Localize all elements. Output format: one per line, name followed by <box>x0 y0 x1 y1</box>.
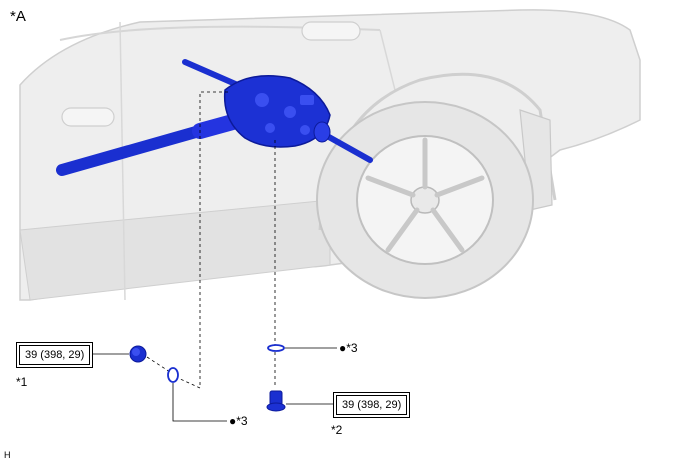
door-handle <box>61 107 115 127</box>
door-seam <box>379 29 396 91</box>
front-shaft <box>182 59 243 89</box>
door-seam <box>119 21 126 301</box>
callout-3b: ●*3 <box>229 414 248 428</box>
vehicle-rocker <box>19 199 331 301</box>
differential-flange <box>313 121 331 143</box>
torque-spec-1: 39 (398, 29) <box>16 342 94 368</box>
torque-value-1: 39 (398, 29) <box>19 345 91 365</box>
torque-value-2: 39 (398, 29) <box>336 395 408 415</box>
rim-spokes <box>365 137 485 253</box>
leader-plug1-gasket <box>146 356 171 373</box>
plug-1 <box>129 345 147 363</box>
figure-code: H <box>4 450 11 460</box>
gasket-2 <box>267 344 285 352</box>
plug-2 <box>266 390 286 412</box>
leader-drain-plug <box>177 91 228 389</box>
differential-details <box>255 93 314 135</box>
callout-1: *1 <box>16 375 28 389</box>
view-label: *A <box>10 8 26 25</box>
torque-spec-2: 39 (398, 29) <box>333 392 411 418</box>
gasket-1 <box>167 367 179 383</box>
door-handle <box>301 21 361 41</box>
leader-callout3b <box>172 383 227 422</box>
callout-2: *2 <box>331 423 343 437</box>
callout-3a: ●*3 <box>339 341 358 355</box>
rear-propeller-shaft <box>56 122 216 176</box>
